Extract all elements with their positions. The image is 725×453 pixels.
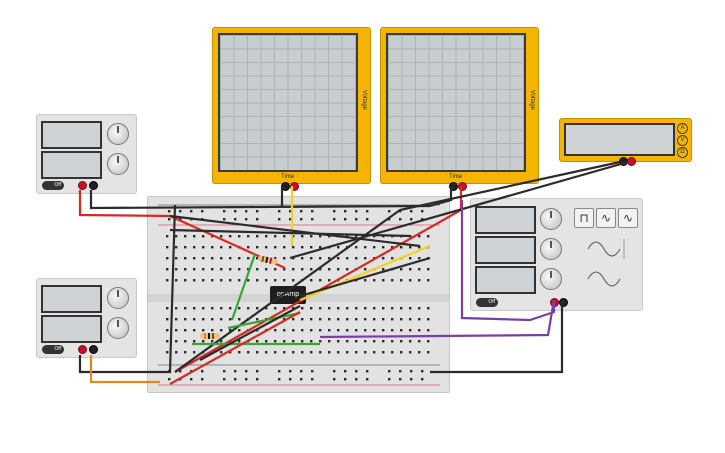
multimeter-mode-ohms[interactable]: Ω <box>677 147 688 158</box>
wire-black-cross-2 <box>169 228 411 238</box>
oscilloscope-left-positive-terminal[interactable] <box>290 182 299 191</box>
opamp-label: opAmp <box>276 291 300 298</box>
oscilloscope-left-screen <box>218 33 358 172</box>
psu-bottom-negative-terminal[interactable] <box>89 345 98 354</box>
sine-wave-icon[interactable]: ∿ <box>596 208 616 228</box>
resistor-top <box>257 255 278 265</box>
wire-red-diag <box>169 311 301 385</box>
psu-bottom-current-knob[interactable] <box>107 317 129 339</box>
fgen-waveform-preview-icon <box>587 239 625 287</box>
wire-black-scope-right <box>429 186 453 208</box>
power-supply-top[interactable]: Off <box>36 114 137 194</box>
psu-top-voltage-knob[interactable] <box>107 123 129 145</box>
function-generator[interactable]: ⊓ ∿ ∿ Off <box>470 198 643 311</box>
wire-black-out <box>299 256 431 298</box>
psu-bottom-power-button[interactable]: Off <box>42 345 64 354</box>
psu-top-power-button[interactable]: Off <box>42 181 64 190</box>
wire-black-diag <box>199 305 301 361</box>
fgen-frequency-display <box>475 206 536 234</box>
wire-green-1 <box>230 253 257 321</box>
psu-top-current-knob[interactable] <box>107 153 129 175</box>
power-supply-bottom[interactable]: Off <box>36 278 137 358</box>
fgen-frequency-knob[interactable] <box>540 208 562 230</box>
wire-yellow-out <box>299 244 431 302</box>
multimeter[interactable]: A V Ω <box>559 118 692 166</box>
oscilloscope-right-screen <box>386 33 526 172</box>
multimeter-mode-volts[interactable]: V <box>677 135 688 146</box>
oscilloscope-right-positive-terminal[interactable] <box>458 182 467 191</box>
wire-purple-fgen <box>460 200 556 322</box>
psu-bottom-voltage-knob[interactable] <box>107 287 129 309</box>
psu-top-current-display <box>41 151 102 179</box>
opamp-chip[interactable]: opAmp <box>270 286 306 304</box>
resistor-bottom <box>200 333 220 339</box>
psu-top-voltage-display <box>41 121 102 149</box>
wire-orange-psu-bottom <box>89 355 160 384</box>
wire-black-psu-bottom <box>78 204 177 374</box>
oscilloscope-right[interactable]: Time Voltage <box>380 27 539 191</box>
wire-black-cross-1 <box>169 214 421 248</box>
psu-bottom-positive-terminal[interactable] <box>78 345 87 354</box>
fgen-offset-display <box>475 266 536 294</box>
psu-bottom-voltage-display <box>41 285 102 313</box>
psu-top-negative-terminal[interactable] <box>89 181 98 190</box>
wire-black-multimeter-1 <box>174 160 621 373</box>
fgen-negative-terminal[interactable] <box>559 298 568 307</box>
wire-red-psu-top <box>78 190 286 270</box>
multimeter-display <box>564 123 675 156</box>
psu-top-positive-terminal[interactable] <box>78 181 87 190</box>
oscilloscope-left[interactable]: Time Voltage <box>212 27 371 191</box>
oscilloscope-right-negative-terminal[interactable] <box>449 182 458 191</box>
psu-bottom-current-display <box>41 315 102 343</box>
wire-green-2 <box>227 311 301 330</box>
square-wave-icon[interactable]: ⊓ <box>574 208 594 228</box>
fgen-power-button[interactable]: Off <box>476 298 498 307</box>
wire-black-psu-top <box>89 190 431 210</box>
oscilloscope-right-x-label: Time <box>449 174 463 180</box>
wire-black-multimeter-2 <box>289 160 629 260</box>
wire-black-fgen <box>430 300 564 374</box>
fgen-amplitude-knob[interactable] <box>540 238 562 260</box>
multimeter-mode-amps[interactable]: A <box>677 123 688 134</box>
fgen-amplitude-display <box>475 236 536 264</box>
wire-purple-fgen-2 <box>319 299 556 339</box>
fgen-offset-knob[interactable] <box>540 268 562 290</box>
triangle-wave-icon[interactable]: ∿ <box>618 208 638 228</box>
oscilloscope-left-x-label: Time <box>281 174 295 180</box>
